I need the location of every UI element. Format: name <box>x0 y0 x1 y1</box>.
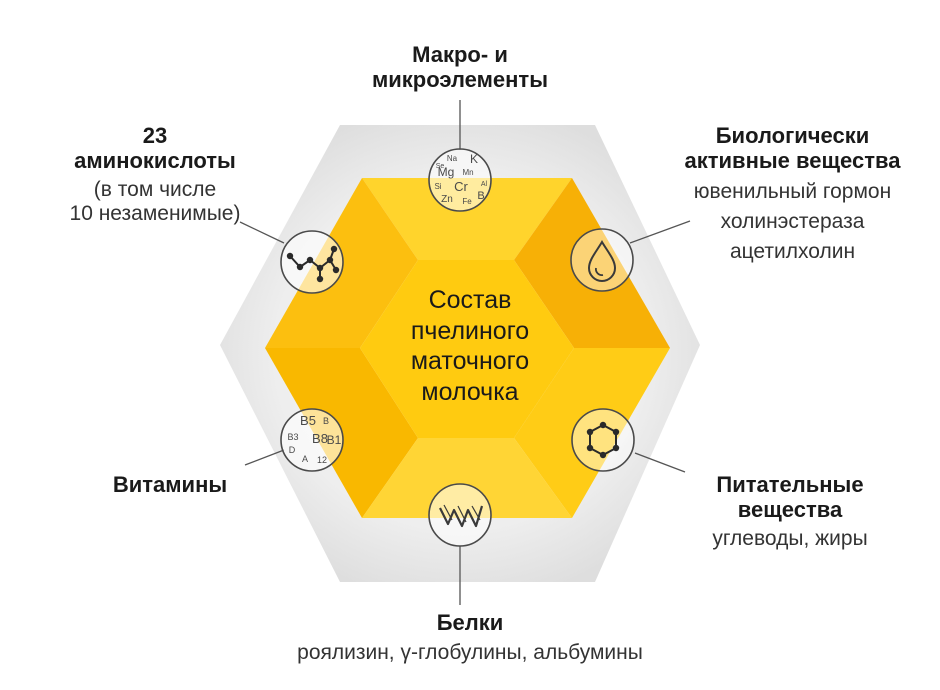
element-glyph: Cr <box>454 179 468 194</box>
vitamins-icon: B5 B8 B3 B1 B D A 12 <box>280 408 344 472</box>
center-hexagon <box>360 260 574 438</box>
label-title: микроэлементы <box>372 67 548 93</box>
element-glyph: B <box>477 190 484 202</box>
facet-bottom <box>362 438 572 518</box>
label-amino-acids: 23 аминокислоты (в том числе 10 незамени… <box>40 123 270 226</box>
label-detail: холинэстераза <box>720 209 865 233</box>
element-glyph: Se <box>436 163 445 170</box>
element-glyph: Si <box>434 182 441 191</box>
label-title: вещества <box>737 497 843 523</box>
vitamin-glyph: D <box>289 445 296 455</box>
label-nutrients: Питательные вещества углеводы, жиры <box>675 472 905 551</box>
vitamin-glyph: B <box>323 416 329 426</box>
center-line: молочка <box>421 377 519 406</box>
label-title: Биологически <box>715 123 870 148</box>
element-glyph: Fe <box>462 197 472 206</box>
element-glyph: Na <box>447 154 458 163</box>
label-macro-micro: Макро- и микроэлементы <box>330 42 590 93</box>
label-detail: углеводы, жиры <box>712 526 868 550</box>
label-detail: (в том числе <box>93 177 217 201</box>
element-glyph: K <box>470 152 478 166</box>
vitamin-glyph: B5 <box>300 413 316 428</box>
vitamin-glyph: B1 <box>327 433 342 447</box>
vitamin-glyph: B3 <box>287 432 298 442</box>
label-detail: роялизин, γ-глобулины, альбумины <box>297 641 643 665</box>
connector-upper-left <box>239 221 285 244</box>
element-glyph: Mn <box>462 168 473 177</box>
label-title: 23 <box>142 123 168 148</box>
elements-icon: Na K Mg Mn Cr Si Zn Fe B Al Se <box>428 148 492 212</box>
center-title: Состав пчелиного маточного молочка <box>370 285 570 407</box>
connector-lower-right <box>634 452 686 473</box>
center-line: маточного <box>410 347 530 375</box>
label-title: аминокислоты <box>74 148 236 174</box>
label-title: Витамины <box>112 472 228 497</box>
vitamin-glyph: 12 <box>317 455 327 465</box>
label-detail: ювенильный гормон <box>693 179 892 203</box>
protein-ribbon-icon <box>428 483 492 547</box>
facet-top <box>362 178 572 260</box>
label-title: активные вещества <box>684 148 901 174</box>
center-line: пчелиного <box>410 316 530 345</box>
element-glyph: Zn <box>441 194 453 205</box>
vitamin-glyph: A <box>302 454 308 464</box>
facet-upper-right <box>514 178 670 348</box>
connector-lower-left <box>244 449 285 466</box>
center-line: Состав <box>428 286 512 314</box>
element-glyph: Mg <box>438 165 455 179</box>
label-bioactive: Биологически активные вещества ювенильны… <box>665 123 920 264</box>
label-detail: 10 незаменимые) <box>69 201 241 225</box>
drop-icon <box>570 228 634 292</box>
molecule-chain-icon <box>280 230 344 294</box>
element-glyph: Al <box>481 181 488 188</box>
label-proteins: Белки роялизин, γ-глобулины, альбумины <box>230 610 710 665</box>
connector-upper-right <box>629 220 691 244</box>
hexagon-ring-icon <box>571 408 635 472</box>
vitamin-glyph: B8 <box>312 431 328 446</box>
label-title: Белки <box>436 610 504 635</box>
label-title: Питательные <box>716 472 864 497</box>
label-title: Макро- и <box>412 42 508 67</box>
label-vitamins: Витамины <box>90 472 250 497</box>
label-detail: ацетилхолин <box>729 239 856 263</box>
